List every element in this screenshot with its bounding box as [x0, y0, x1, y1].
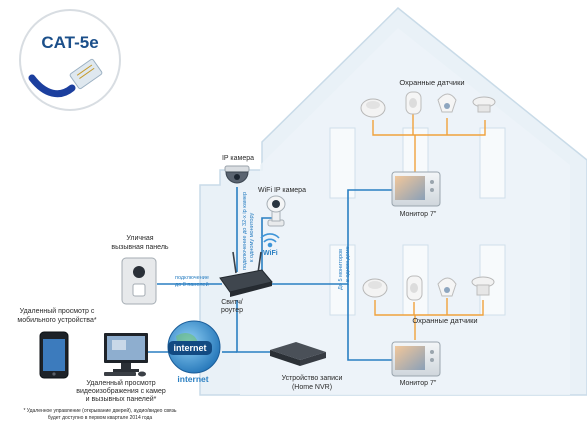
pc-view-label-3: и вызывных панелей* [86, 395, 157, 403]
footnote-line-2: будет доступно в первом квартале 2014 го… [48, 415, 153, 421]
ip-camera-label: IP камера [222, 155, 254, 162]
outdoor-panel-icon [121, 257, 157, 305]
rj45-connector-icon [69, 58, 103, 90]
motion-sensor-icon-bottom [406, 275, 423, 301]
switch-label-2: роутер [221, 307, 243, 314]
sensor-links-top [372, 112, 486, 172]
mobile-view-label-2: мобильного устройства* [17, 316, 96, 324]
internet-globe-label: internet [173, 343, 206, 353]
wifi-label: WiFi [263, 250, 278, 257]
cat5e-label: CAT-5e [41, 33, 98, 52]
dome-camera-icon [224, 165, 250, 184]
footnote-line-1: * Удаленное управление (открывание двере… [23, 407, 176, 414]
panel-link-label-2: до 8 панелей [175, 281, 209, 288]
door-sensor-icon-bottom [437, 277, 457, 297]
monitors-vertical-label-2: в одном доме [345, 246, 351, 282]
monitor-bottom-label: Монитор 7" [400, 380, 437, 387]
street-panel-label-2: вызывная панель [111, 244, 168, 251]
wifi-camera-icon [266, 195, 286, 227]
mobile-view-label-1: Удаленный просмотр с [20, 307, 95, 315]
alarm-sensors-top-label: Охранные датчики [399, 78, 464, 87]
smoke-detector-icon-bottom [362, 278, 388, 298]
cameras-vertical-label-2: к одному монитору [249, 212, 255, 262]
internet-globe-icon: internet [167, 320, 221, 374]
ceiling-sensor-icon-top [472, 96, 496, 113]
motion-sensor-icon-top [405, 91, 422, 115]
wifi-icon [260, 233, 280, 248]
ceiling-sensor-icon-bottom [471, 276, 495, 296]
cameras-vertical-label-1: подключение до 32-х ip камер [242, 192, 248, 270]
pc-view-label-1: Удаленный просмотр [86, 379, 155, 387]
internet-label: internet [177, 374, 208, 384]
wifi-camera-label: WiFi IP камера [258, 187, 306, 194]
connection-lines [145, 187, 392, 361]
nvr-label-2: (Home NVR) [292, 384, 332, 391]
sensor-links-bottom [374, 298, 484, 340]
alarm-sensors-bottom-label: Охранные датчики [412, 316, 477, 325]
monitor-icon-bottom [391, 341, 441, 377]
router-icon [219, 251, 273, 297]
pc-monitor-icon [104, 333, 148, 377]
cat5e-badge: CAT-5e [19, 9, 121, 111]
street-panel-label-1: Уличная [126, 235, 153, 242]
monitor-top-label: Монитор 7" [400, 211, 437, 218]
panel-link-label-1: подключение [175, 275, 209, 281]
nvr-icon [270, 342, 326, 366]
monitors-vertical-label-1: До 5 мониторов [338, 249, 344, 290]
switch-label-1: Свитч/ [221, 299, 243, 306]
smoke-detector-icon-top [360, 98, 386, 118]
pc-view-label-2: видеоизображения с камер [76, 387, 166, 395]
nvr-label-1: Устройство записи [282, 374, 343, 382]
smartphone-icon [39, 331, 69, 379]
door-sensor-icon-top [437, 93, 457, 113]
monitor-icon-top [391, 171, 441, 207]
